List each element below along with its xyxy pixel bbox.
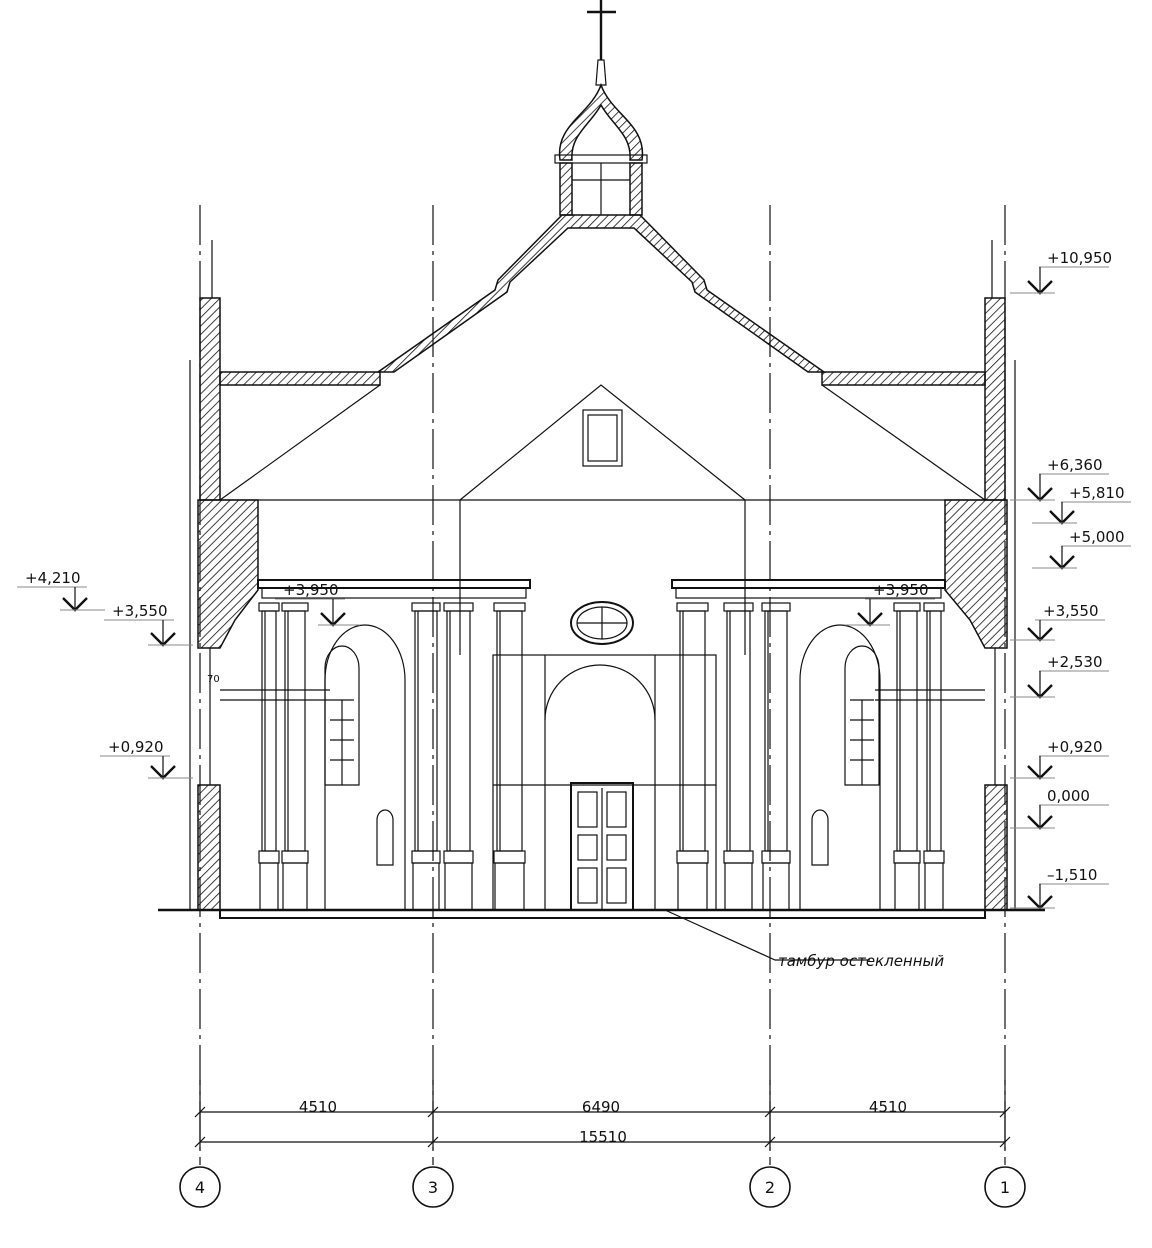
axis-bubble-3: 3 bbox=[412, 1166, 454, 1208]
elevation-label: 0,000 bbox=[1047, 787, 1090, 805]
dimension-span-3-2: 6490 bbox=[582, 1098, 620, 1116]
elevation-mark-right: +0,920 bbox=[1010, 738, 1109, 780]
dimension-70: 70 bbox=[207, 674, 220, 685]
elevation-mark-right: +5,000 bbox=[1032, 528, 1131, 570]
elevation-marks: +10,950 +6,360 +5,810 +5,000 +3,550 +2,530 +0,… bbox=[17, 249, 1131, 910]
elevation-mark-left: +0,920 bbox=[100, 738, 193, 780]
elevation-label: +3,550 bbox=[112, 602, 168, 620]
elevation-label: +2,530 bbox=[1047, 653, 1103, 671]
elevation-label: –1,510 bbox=[1047, 866, 1097, 884]
base-slab bbox=[219, 909, 986, 919]
column bbox=[443, 602, 474, 911]
columns bbox=[258, 602, 945, 911]
grid-axes bbox=[199, 205, 1006, 1165]
axis-bubble-2: 2 bbox=[749, 1166, 791, 1208]
elevation-mark-inner: +3,950 bbox=[845, 581, 935, 627]
svg-text:1: 1 bbox=[1000, 1178, 1010, 1197]
elevation-mark-left: +3,550 bbox=[104, 602, 193, 647]
main-roof bbox=[375, 214, 827, 373]
dome-with-cross bbox=[554, 0, 648, 216]
elevation-mark-right: +6,360 bbox=[1010, 456, 1109, 502]
dimension-lines bbox=[194, 1080, 1011, 1150]
gables bbox=[219, 384, 986, 655]
entrance-door bbox=[570, 782, 634, 911]
elevation-label: +3,950 bbox=[873, 581, 929, 599]
elevation-mark-right: +5,810 bbox=[1032, 484, 1131, 525]
elevation-mark-right: +3,550 bbox=[1010, 602, 1105, 642]
column bbox=[723, 602, 754, 911]
elevation-mark-left: +4,210 bbox=[17, 569, 105, 612]
column bbox=[893, 602, 921, 911]
elevation-mark-right: 0,000 bbox=[1010, 787, 1109, 830]
dimension-span-4-3: 4510 bbox=[299, 1098, 337, 1116]
column bbox=[258, 602, 280, 911]
column bbox=[281, 602, 309, 911]
axis-bubble-4: 4 bbox=[179, 1166, 221, 1208]
column bbox=[411, 602, 441, 911]
elevation-label: +0,920 bbox=[1047, 738, 1103, 756]
dimension-total: 15510 bbox=[579, 1128, 627, 1146]
arched-windows bbox=[324, 624, 881, 910]
side-roof-left bbox=[219, 371, 381, 386]
elevation-mark-inner: +3,950 bbox=[275, 581, 360, 627]
elevation-label: +6,360 bbox=[1047, 456, 1103, 474]
elevation-label: +5,810 bbox=[1069, 484, 1125, 502]
elevation-label: +3,550 bbox=[1043, 602, 1099, 620]
elevation-mark-right: –1,510 bbox=[1010, 866, 1109, 910]
elevation-label: +10,950 bbox=[1047, 249, 1112, 267]
elevation-label: +3,950 bbox=[283, 581, 339, 599]
svg-text:4: 4 bbox=[195, 1178, 205, 1197]
column bbox=[676, 602, 709, 911]
column bbox=[923, 602, 945, 911]
svg-text:3: 3 bbox=[428, 1178, 438, 1197]
column bbox=[493, 602, 526, 911]
elevation-label: +4,210 bbox=[25, 569, 81, 587]
svg-text:2: 2 bbox=[765, 1178, 775, 1197]
dimension-span-2-1: 4510 bbox=[869, 1098, 907, 1116]
side-roof-right bbox=[821, 371, 986, 386]
elevation-label: +0,920 bbox=[108, 738, 164, 756]
annotation-glazed-vestibule: тамбур остекленный bbox=[778, 952, 944, 970]
annotation-leader bbox=[664, 909, 870, 961]
elevation-mark-right: +10,950 bbox=[1010, 249, 1112, 295]
axis-bubble-1: 1 bbox=[984, 1166, 1026, 1208]
column bbox=[761, 602, 791, 911]
elevation-mark-right: +2,530 bbox=[1010, 653, 1109, 699]
elevation-label: +5,000 bbox=[1069, 528, 1125, 546]
